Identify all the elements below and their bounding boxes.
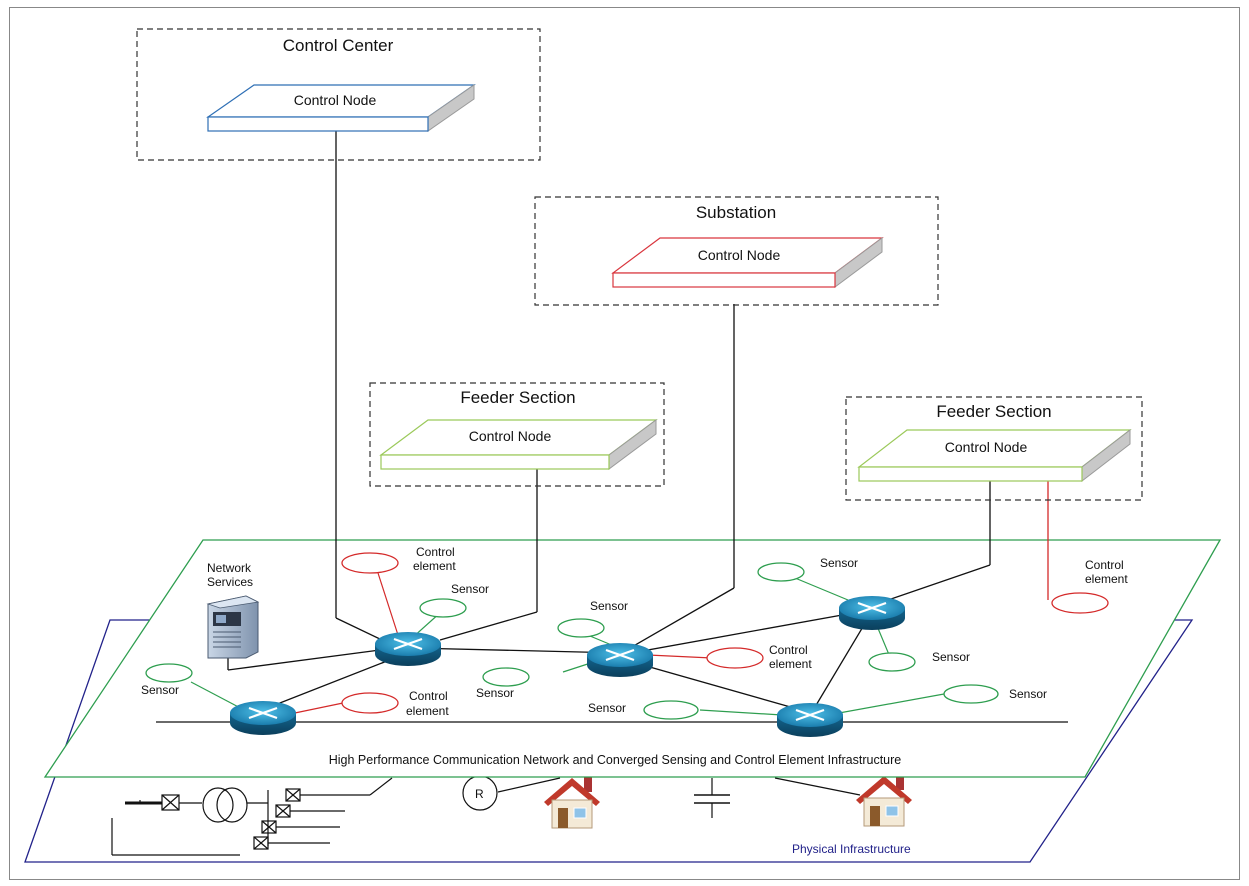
control-element [1051,592,1109,614]
router-icon [230,701,296,735]
sensor-label: Sensor [141,683,179,697]
router-icon [375,632,441,666]
control-element-label: Control [409,689,448,703]
control-element-label: element [1085,572,1128,586]
control-node-label: Control Node [698,247,781,263]
control-element-label: Control [769,643,808,657]
sensor [145,663,193,683]
control-center-title: Control Center [283,36,394,55]
network-links [156,609,1068,723]
substation-title: Substation [696,203,776,222]
router-icon [587,643,653,677]
network-services-label: Services [207,575,253,589]
control-node-slab [206,84,476,132]
control-element-links [289,572,713,715]
control-element-label: element [413,559,456,573]
router-icon [777,703,843,737]
server-icon [206,595,260,659]
sensor [868,652,916,672]
control-element [341,692,399,714]
router-icon [839,596,905,630]
sensor [557,618,605,638]
sensor [643,700,699,720]
control-element [341,552,399,574]
control-element [706,647,764,669]
control-elements [341,552,1109,714]
sensor-label: Sensor [1009,687,1047,701]
control-element-label: element [406,704,449,718]
uplink-lines [335,131,991,649]
physical-components [111,775,861,856]
control-node-label: Control Node [469,428,552,444]
transformer-icon [202,787,234,823]
sensor-label: Sensor [820,556,858,570]
sensor-label: Sensor [932,650,970,664]
sensor [943,684,999,704]
control-node-slab [379,419,658,470]
feeder-section-title: Feeder Section [936,402,1051,421]
house-icon [544,776,600,829]
control-node-label: Control Node [945,439,1028,455]
sensor-label: Sensor [451,582,489,596]
outer-frame [9,7,1240,880]
control-node-slab [611,237,884,288]
control-element-label: element [769,657,812,671]
sensor [482,667,530,687]
sensor [757,562,805,582]
control-node-slab [857,428,1132,483]
network-caption: High Performance Communication Network a… [329,753,902,767]
control-element-label: Control [416,545,455,559]
house-icon [856,774,912,827]
control-element-label: Control [1085,558,1124,572]
substation-box [534,196,939,306]
control-center-box [136,28,541,161]
feeder-section-box [369,382,665,487]
control-node-label: Control Node [294,92,377,108]
feeder-section-title: Feeder Section [460,388,575,407]
physical-infrastructure-label: Physical Infrastructure [792,842,911,856]
sensor [419,598,467,618]
sensor-label: Sensor [588,701,626,715]
sensors [145,562,999,720]
sensor-label: Sensor [590,599,628,613]
regulator-label: R [475,787,484,801]
sensor-label: Sensor [476,686,514,700]
network-services-label: Network [207,561,252,575]
